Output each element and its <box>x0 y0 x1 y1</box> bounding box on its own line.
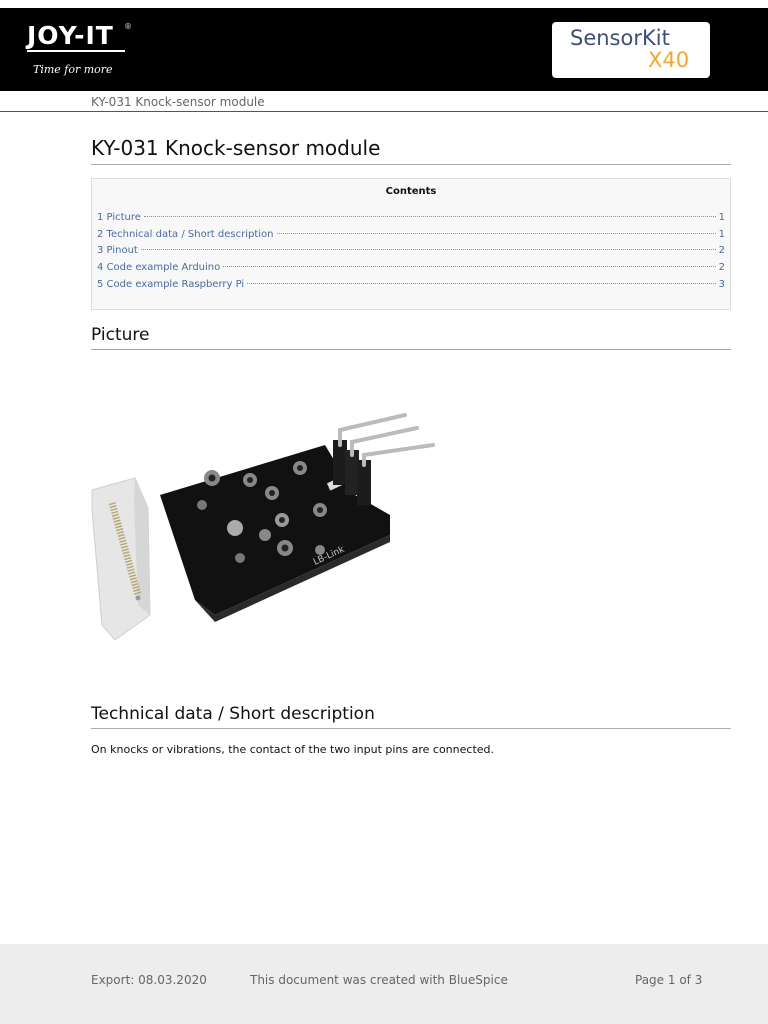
toc-item-label[interactable]: 2 Technical data / Short description <box>97 228 274 240</box>
toc-list: 1 Picture 1 2 Technical data / Short des… <box>97 212 725 295</box>
bluespice-credit: This document was created with BlueSpice <box>250 973 508 987</box>
toc-item-picture[interactable]: 1 Picture 1 <box>97 212 725 229</box>
page-number: Page 1 of 3 <box>635 973 703 987</box>
toc-item-label[interactable]: 1 Picture <box>97 212 141 223</box>
logo-tagline: Time for more <box>33 63 113 76</box>
logo-underline <box>27 50 125 52</box>
technical-description: On knocks or vibrations, the contact of … <box>91 743 495 756</box>
section-heading-picture: Picture <box>91 325 150 345</box>
toc-item-code-arduino[interactable]: 4 Code example Arduino 2 <box>97 262 725 279</box>
toc-item-technical-data[interactable]: 2 Technical data / Short description 1 <box>97 229 725 246</box>
brand-model: X40 <box>648 48 690 72</box>
sensor-module-photo: LB-Link <box>91 413 435 641</box>
toc-item-page: 1 <box>718 212 725 223</box>
registered-mark: ® <box>124 22 132 31</box>
toc-item-page: 2 <box>718 262 725 274</box>
toc-item-label[interactable]: 3 Pinout <box>97 245 138 257</box>
toc-title: Contents <box>385 186 437 197</box>
page-footer: Export: 08.03.2020 This document was cre… <box>0 944 768 1024</box>
title-divider <box>91 164 731 165</box>
header-divider <box>0 111 768 112</box>
export-date: Export: 08.03.2020 <box>91 973 207 987</box>
logo-wordmark: JOY-IT <box>27 21 114 50</box>
toc-item-code-raspberry-pi[interactable]: 5 Code example Raspberry Pi 3 <box>97 279 725 296</box>
toc-dot-leader <box>223 266 716 268</box>
toc-item-page: 2 <box>718 245 725 257</box>
toc-dot-leader <box>247 282 716 284</box>
brand-name: SensorKit <box>570 26 670 50</box>
toc-item-label[interactable]: 4 Code example Arduino <box>97 262 221 274</box>
toc-item-label[interactable]: 5 Code example Raspberry Pi <box>97 278 245 290</box>
toc-item-pinout[interactable]: 3 Pinout 2 <box>97 245 725 262</box>
page-header: JOY-IT ® Time for more SensorKit X40 <box>0 8 768 91</box>
table-of-contents: Contents 1 Picture 1 2 Technical data / … <box>91 178 731 310</box>
toc-item-page: 3 <box>718 278 725 290</box>
running-title: KY-031 Knock-sensor module <box>91 95 265 109</box>
toc-dot-leader <box>140 249 716 251</box>
section-divider <box>91 349 731 350</box>
toc-dot-leader <box>276 232 716 234</box>
toc-dot-leader <box>143 216 716 217</box>
toc-item-page: 1 <box>718 228 725 240</box>
page-title: KY-031 Knock-sensor module <box>91 136 381 160</box>
sensorkit-logo: SensorKit X40 <box>552 22 710 78</box>
section-divider <box>91 728 731 729</box>
joy-it-logo: JOY-IT ® Time for more <box>27 22 137 82</box>
section-heading-technical-data: Technical data / Short description <box>91 704 375 724</box>
